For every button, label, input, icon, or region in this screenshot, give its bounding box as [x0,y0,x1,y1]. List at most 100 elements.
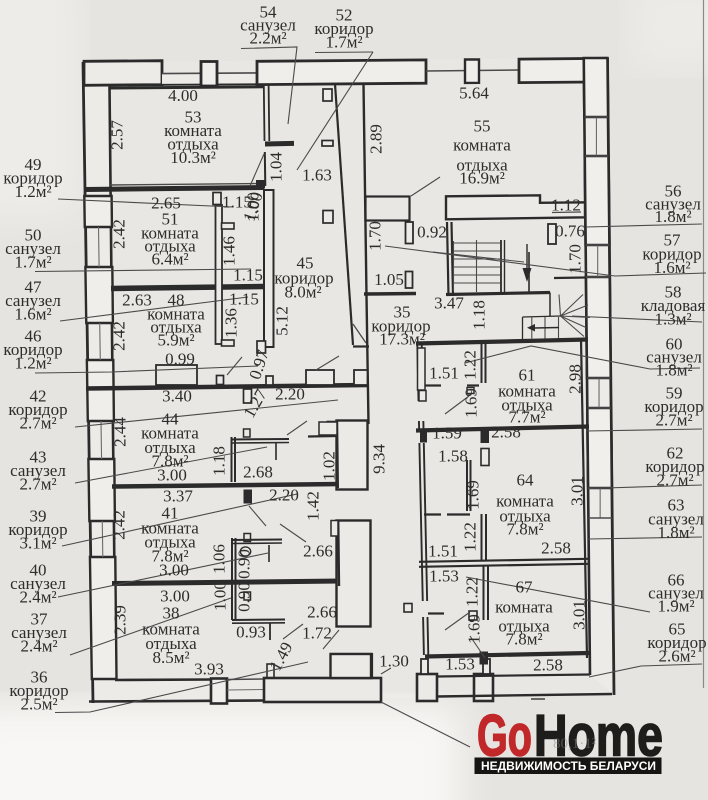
svg-text:1.8м²: 1.8м² [654,207,691,226]
svg-text:2.65: 2.65 [151,194,181,213]
svg-text:1.51: 1.51 [429,364,459,383]
svg-text:комната: комната [496,492,554,511]
svg-text:2.58: 2.58 [533,656,563,675]
svg-text:7.8м²: 7.8м² [506,520,543,539]
svg-text:1.59: 1.59 [432,424,462,443]
svg-text:65: 65 [669,620,686,639]
svg-text:1.15: 1.15 [233,266,263,285]
svg-text:отдыха: отдыха [144,237,196,256]
svg-text:2.44: 2.44 [111,417,130,447]
svg-text:санузел: санузел [10,574,66,593]
svg-text:51: 51 [162,210,179,229]
svg-text:1.72: 1.72 [302,624,332,643]
svg-text:2.66: 2.66 [303,542,333,561]
svg-text:1.7м²: 1.7м² [325,33,362,52]
svg-text:59: 59 [666,384,683,403]
svg-text:64: 64 [517,471,535,490]
svg-text:1.00: 1.00 [244,192,263,222]
svg-text:1.8м²: 1.8м² [657,523,694,542]
svg-text:67: 67 [516,578,534,597]
svg-text:7.8м²: 7.8м² [151,547,188,566]
svg-text:1.05: 1.05 [374,270,404,289]
svg-text:2.57: 2.57 [108,120,127,150]
svg-text:коридор: коридор [9,681,68,700]
svg-text:55: 55 [474,117,491,136]
svg-text:7.8м²: 7.8м² [505,630,542,649]
svg-text:56: 56 [665,182,682,201]
svg-text:санузел: санузел [11,623,67,642]
svg-text:4.00: 4.00 [168,86,198,105]
svg-text:6.4м²: 6.4м² [151,250,188,269]
svg-text:3.00: 3.00 [159,561,189,580]
svg-text:3.40: 3.40 [162,387,192,406]
svg-text:1.46: 1.46 [220,236,239,266]
svg-text:44: 44 [162,410,180,429]
svg-text:2.39: 2.39 [111,605,130,635]
svg-text:52: 52 [336,6,353,25]
svg-text:8.5м²: 8.5м² [152,648,189,667]
svg-text:коридор: коридор [3,340,62,359]
svg-text:комната: комната [142,620,200,639]
svg-text:1.18: 1.18 [210,446,229,476]
svg-text:3.1м²: 3.1м² [19,534,56,553]
svg-text:2.42: 2.42 [110,321,129,351]
svg-text:1.69: 1.69 [462,388,481,418]
svg-text:17.3м²: 17.3м² [379,330,425,349]
svg-text:1.06: 1.06 [210,544,229,574]
svg-text:санузел: санузел [646,348,702,367]
svg-text:1.70: 1.70 [566,244,585,274]
svg-text:1.2м²: 1.2м² [14,354,51,373]
svg-text:1.12: 1.12 [551,196,581,215]
svg-text:2.68: 2.68 [243,463,273,482]
svg-text:80,1·1²: 80,1·1² [553,736,597,752]
svg-text:37: 37 [31,610,49,629]
svg-text:3.01: 3.01 [570,600,589,630]
svg-text:8.0м²: 8.0м² [284,283,321,302]
svg-text:5.9м²: 5.9м² [157,331,194,350]
svg-text:62: 62 [667,444,684,463]
svg-text:1.42: 1.42 [304,491,323,521]
svg-text:1.22: 1.22 [461,522,480,552]
svg-text:3.47: 3.47 [434,294,464,313]
svg-text:1.53: 1.53 [429,567,459,586]
svg-text:1.22: 1.22 [463,577,482,607]
svg-text:отдыха: отдыха [499,507,551,526]
svg-text:санузел: санузел [648,509,704,528]
svg-text:3.00: 3.00 [160,587,190,606]
svg-text:отдыха: отдыха [167,135,219,154]
svg-text:3.93: 3.93 [194,660,224,679]
svg-text:санузел: санузел [5,291,61,310]
svg-text:1.36: 1.36 [222,308,241,338]
svg-text:санузел: санузел [240,16,296,35]
svg-text:40: 40 [30,561,47,580]
svg-text:3.37: 3.37 [163,487,193,506]
svg-text:1.15: 1.15 [222,193,252,212]
svg-text:1.2м²: 1.2м² [14,182,51,201]
svg-text:53: 53 [185,108,202,127]
svg-text:санузел: санузел [10,461,66,480]
svg-text:1.69: 1.69 [464,480,483,510]
svg-text:2.20: 2.20 [275,385,305,404]
svg-text:санузел: санузел [648,584,704,603]
svg-text:1.53: 1.53 [445,655,475,674]
svg-text:3.00: 3.00 [157,466,187,485]
svg-text:50: 50 [25,226,42,245]
svg-text:2.4м²: 2.4м² [19,588,56,607]
svg-text:отдыха: отдыха [498,617,550,636]
svg-text:58: 58 [665,283,682,302]
svg-text:0.76: 0.76 [555,222,585,241]
svg-text:1.30: 1.30 [379,652,409,671]
svg-text:2.20: 2.20 [269,486,299,505]
svg-text:2.98: 2.98 [566,364,585,394]
svg-text:2.66: 2.66 [307,603,337,622]
svg-text:66: 66 [668,571,685,590]
svg-text:2.42: 2.42 [110,510,129,540]
svg-text:39: 39 [30,507,47,526]
svg-text:отдыха: отдыха [145,634,197,653]
svg-text:60: 60 [666,335,683,354]
svg-text:45: 45 [297,254,314,273]
svg-text:35: 35 [394,303,411,322]
svg-text:отдыха: отдыха [501,396,553,415]
svg-text:42: 42 [30,387,47,406]
svg-text:2.63: 2.63 [122,291,152,310]
